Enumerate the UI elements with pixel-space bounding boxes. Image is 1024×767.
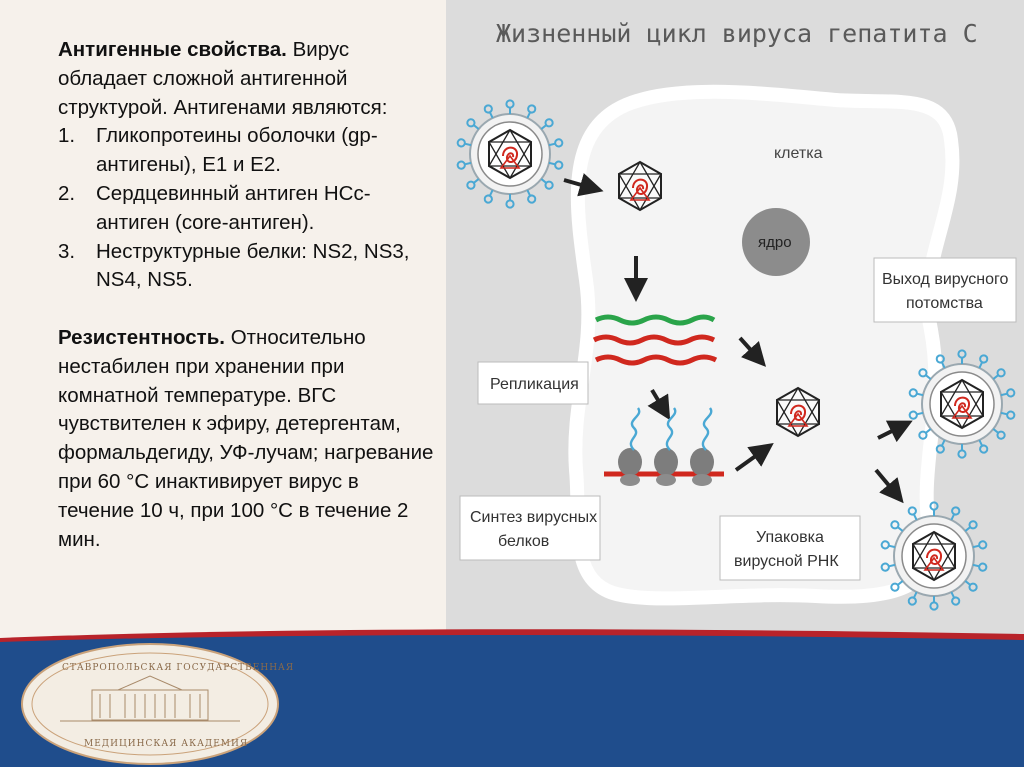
spike-icon (547, 137, 565, 150)
peptide-chain (665, 407, 677, 451)
list-number: 3. (58, 239, 76, 263)
exit-box (873, 257, 1017, 323)
synthesis-label-2: белков (498, 533, 549, 550)
spike-icon (455, 158, 473, 171)
synthesis-label-1: Синтез вирусных (470, 509, 597, 526)
exit-label-1: Выход вирусного (882, 271, 1009, 288)
cell-label: клетка (774, 145, 823, 162)
antigen-body: Вирус обладает сложной антигенной структ… (58, 38, 388, 119)
list-text: Сердцевинный антиген НСс-антиген (core-а… (96, 181, 371, 234)
spike-icon (505, 99, 515, 115)
ribosome (654, 448, 678, 486)
list-number: 2. (58, 181, 76, 205)
rna-red-strand-2 (594, 354, 718, 366)
building-icon (60, 675, 240, 722)
rna-red-strand-1 (592, 334, 716, 346)
entering-virion (455, 99, 565, 209)
replication-label: Репликация (490, 376, 579, 393)
text-panel: Антигенные свойства. Вирус обладает слож… (58, 36, 438, 554)
exit-label-2: потомства (906, 295, 983, 312)
spike-icon (999, 408, 1017, 421)
resistance-body: Относительно нестабилен при хранении при… (58, 325, 434, 551)
spike-icon (971, 539, 989, 552)
list-number: 1. (58, 124, 76, 148)
packaging-label-1: Упаковка (756, 529, 824, 546)
spike-icon (957, 443, 967, 459)
spike-icon (929, 595, 939, 611)
footer-band: СТАВРОПОЛЬСКАЯ ГОСУДАРСТВЕННАЯ МЕДИЦИНСК… (0, 629, 1024, 767)
academy-logo (21, 643, 279, 765)
ribosome (618, 448, 642, 486)
diagram-title: Жизненный цикл вируса гепатита С (496, 19, 978, 48)
nucleus-label: ядро (758, 234, 792, 251)
spike-icon (971, 560, 989, 573)
spike-icon (957, 349, 967, 365)
arrow-exit-1 (877, 420, 913, 443)
spike-icon (547, 158, 565, 171)
ribosome (690, 448, 714, 486)
list-text: Гликопротеины оболочки (gp-антигены), Е1… (96, 124, 378, 177)
antigen-title: Антигенные свойства. (58, 38, 287, 61)
arrow-to-assembly (734, 443, 774, 472)
spike-icon (455, 137, 473, 150)
list-text: Неструктурные белки: NS2, NS3, NS4, NS5. (96, 239, 410, 292)
arrow-exit-2 (874, 468, 904, 504)
peptide-chain (629, 407, 641, 451)
antigen-list: 1. Гликопротеины оболочки (gp-антигены), … (58, 122, 438, 295)
arrow-down-2 (647, 388, 671, 421)
list-item: 3. Неструктурные белки: NS2, NS3, NS4, NS… (58, 238, 438, 296)
spike-icon (505, 193, 515, 209)
arrow-to-packaging (738, 336, 767, 367)
nucleus (742, 208, 810, 276)
replication-box (477, 361, 589, 405)
synthesis-box (459, 495, 601, 561)
packaging-box (719, 515, 861, 581)
lifecycle-diagram: Жизненный цикл вируса гепатита С клетка … (446, 0, 1024, 640)
peptide-chain (701, 407, 713, 451)
list-item: 2. Сердцевинный антиген НСс-антиген (core… (58, 180, 438, 238)
antigen-paragraph: Антигенные свойства. Вирус обладает слож… (58, 36, 438, 122)
logo-top-text: СТАВРОПОЛЬСКАЯ ГОСУДАРСТВЕННАЯ (62, 663, 294, 673)
packaging-label-2: вирусной РНК (734, 553, 839, 570)
resistance-paragraph: Резистентность. Относительно нестабилен … (58, 324, 438, 554)
rna-green-strand (594, 314, 716, 326)
spike-icon (999, 387, 1017, 400)
resistance-title: Резистентность. (58, 325, 225, 349)
arrow-enter (563, 173, 604, 197)
list-item: 1. Гликопротеины оболочки (gp-антигены), … (58, 122, 438, 180)
diagram-canvas: Жизненный цикл вируса гепатита С клетка … (455, 19, 1017, 611)
logo-bottom-text: МЕДИЦИНСКАЯ АКАДЕМИЯ (84, 739, 248, 749)
